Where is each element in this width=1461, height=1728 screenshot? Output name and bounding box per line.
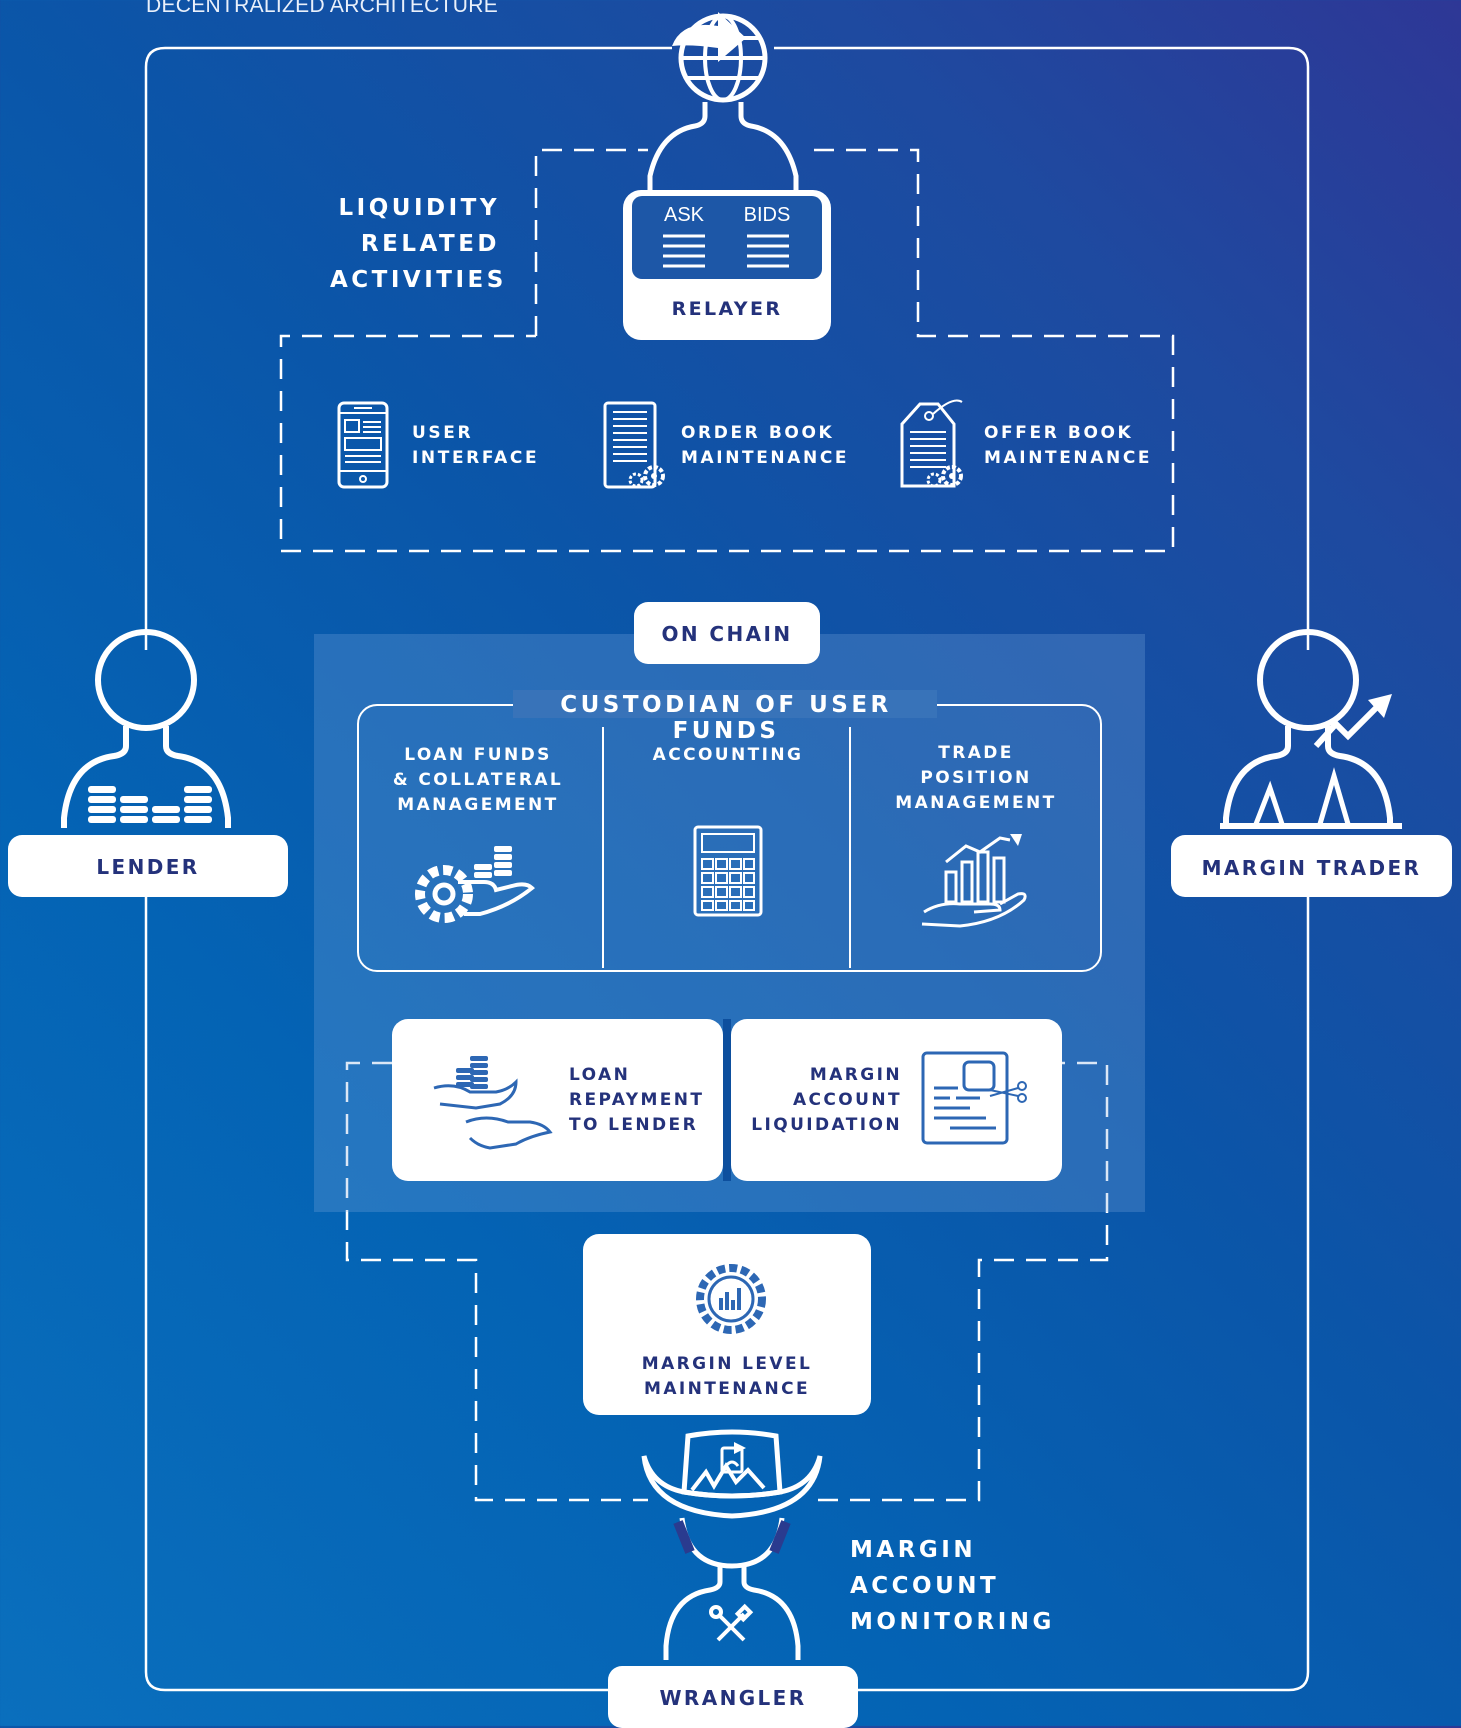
monitoring-line-3: MONITORING bbox=[850, 1609, 1055, 1635]
margin-level-card bbox=[583, 1234, 871, 1415]
custodian-title: CUSTODIAN OF USER FUNDS bbox=[560, 692, 892, 744]
activity-1-line-1: USER bbox=[412, 423, 474, 443]
lender-card bbox=[8, 835, 288, 897]
trade-line-3: MANAGEMENT bbox=[895, 793, 1057, 813]
liquidity-line-1: LIQUIDITY bbox=[338, 195, 500, 221]
trade-line-1: TRADE bbox=[938, 743, 1014, 763]
loan-funds-line-1: LOAN FUNDS bbox=[404, 745, 552, 765]
margin-level-label: MARGIN LEVEL MAINTENANCE bbox=[583, 1352, 871, 1402]
offer-book-label: OFFER BOOK MAINTENANCE bbox=[984, 421, 1152, 471]
globe-arrow-icon bbox=[672, 12, 768, 103]
margin-trader-card bbox=[1171, 835, 1452, 897]
margin-level-line-1: MARGIN LEVEL bbox=[641, 1354, 813, 1374]
calculator-icon bbox=[693, 825, 763, 917]
loan-funds-line-3: MANAGEMENT bbox=[397, 795, 559, 815]
hand-coins-gear-icon bbox=[415, 846, 535, 923]
margin-trader-label: MARGIN TRADER bbox=[1201, 856, 1422, 880]
liquidation-label: MARGIN ACCOUNT LIQUIDATION bbox=[742, 1063, 902, 1138]
custodian-divider-2 bbox=[849, 727, 851, 968]
cowboy-person-icon bbox=[641, 1429, 823, 1660]
monitoring-heading: MARGIN ACCOUNT MONITORING bbox=[850, 1532, 1055, 1640]
tag-gear-icon bbox=[900, 399, 963, 488]
hands-coins-icon bbox=[433, 1056, 553, 1150]
repayment-line-2: REPAYMENT bbox=[569, 1090, 705, 1110]
mobile-phone-icon bbox=[337, 401, 389, 489]
liquidation-line-2: ACCOUNT bbox=[793, 1090, 902, 1110]
hand-chart-icon bbox=[921, 834, 1027, 928]
liquidation-line-3: LIQUIDATION bbox=[751, 1115, 902, 1135]
trade-line-2: POSITION bbox=[920, 768, 1032, 788]
liquidation-line-1: MARGIN bbox=[809, 1065, 902, 1085]
margin-level-line-2: MAINTENANCE bbox=[644, 1379, 810, 1399]
card-scissors-icon bbox=[921, 1051, 1027, 1145]
trade-position-label: TRADE POSITION MANAGEMENT bbox=[858, 741, 1094, 816]
on-chain-badge bbox=[634, 602, 820, 664]
liquidity-line-3: ACTIVITIES bbox=[330, 267, 507, 293]
accounting-label: ACCOUNTING bbox=[652, 745, 804, 765]
order-book-label: ORDER BOOK MAINTENANCE bbox=[681, 421, 849, 471]
loan-repayment-label: LOAN REPAYMENT TO LENDER bbox=[569, 1063, 704, 1138]
liquidity-line-2: RELATED bbox=[360, 231, 500, 257]
trader-person-icon bbox=[1220, 629, 1402, 829]
relayer-figure bbox=[647, 12, 799, 192]
custodian-title-backdrop bbox=[513, 690, 937, 718]
on-chain-label: ON CHAIN bbox=[661, 622, 793, 646]
liquidity-heading: LIQUIDITY RELATED ACTIVITIES bbox=[330, 190, 507, 298]
custodian-divider-1 bbox=[602, 727, 604, 968]
lender-person-icon bbox=[61, 629, 231, 828]
monitoring-line-2: ACCOUNT bbox=[850, 1573, 1000, 1599]
user-interface-label: USER INTERFACE bbox=[412, 421, 539, 471]
gear-chart-icon bbox=[696, 1264, 766, 1334]
loan-funds-line-2: & COLLATERAL bbox=[392, 770, 564, 790]
activity-2-line-1: ORDER BOOK bbox=[681, 423, 835, 443]
card-split bbox=[723, 1019, 731, 1181]
relayer-label: RELAYER bbox=[671, 298, 783, 320]
ask-label: ASK bbox=[663, 204, 705, 226]
document-gear-icon bbox=[603, 401, 665, 489]
activity-1-line-2: INTERFACE bbox=[412, 448, 540, 468]
activity-3-line-1: OFFER BOOK bbox=[984, 423, 1134, 443]
wrangler-card bbox=[608, 1666, 858, 1728]
diagram-caption: DECENTRALIZED ARCHITECTURE bbox=[146, 0, 499, 17]
activity-2-line-2: MAINTENANCE bbox=[681, 448, 850, 468]
loan-repayment-card bbox=[392, 1019, 723, 1181]
monitoring-line-1: MARGIN bbox=[850, 1537, 977, 1563]
repayment-line-1: LOAN bbox=[569, 1065, 631, 1085]
repayment-line-3: TO LENDER bbox=[569, 1115, 699, 1135]
wrangler-label: WRANGLER bbox=[659, 1686, 807, 1710]
activity-3-line-2: MAINTENANCE bbox=[984, 448, 1153, 468]
lender-label: LENDER bbox=[96, 855, 200, 879]
order-lines-icon bbox=[663, 234, 789, 268]
loan-funds-label: LOAN FUNDS & COLLATERAL MANAGEMENT bbox=[370, 743, 586, 818]
bids-label: BIDS bbox=[743, 204, 791, 226]
